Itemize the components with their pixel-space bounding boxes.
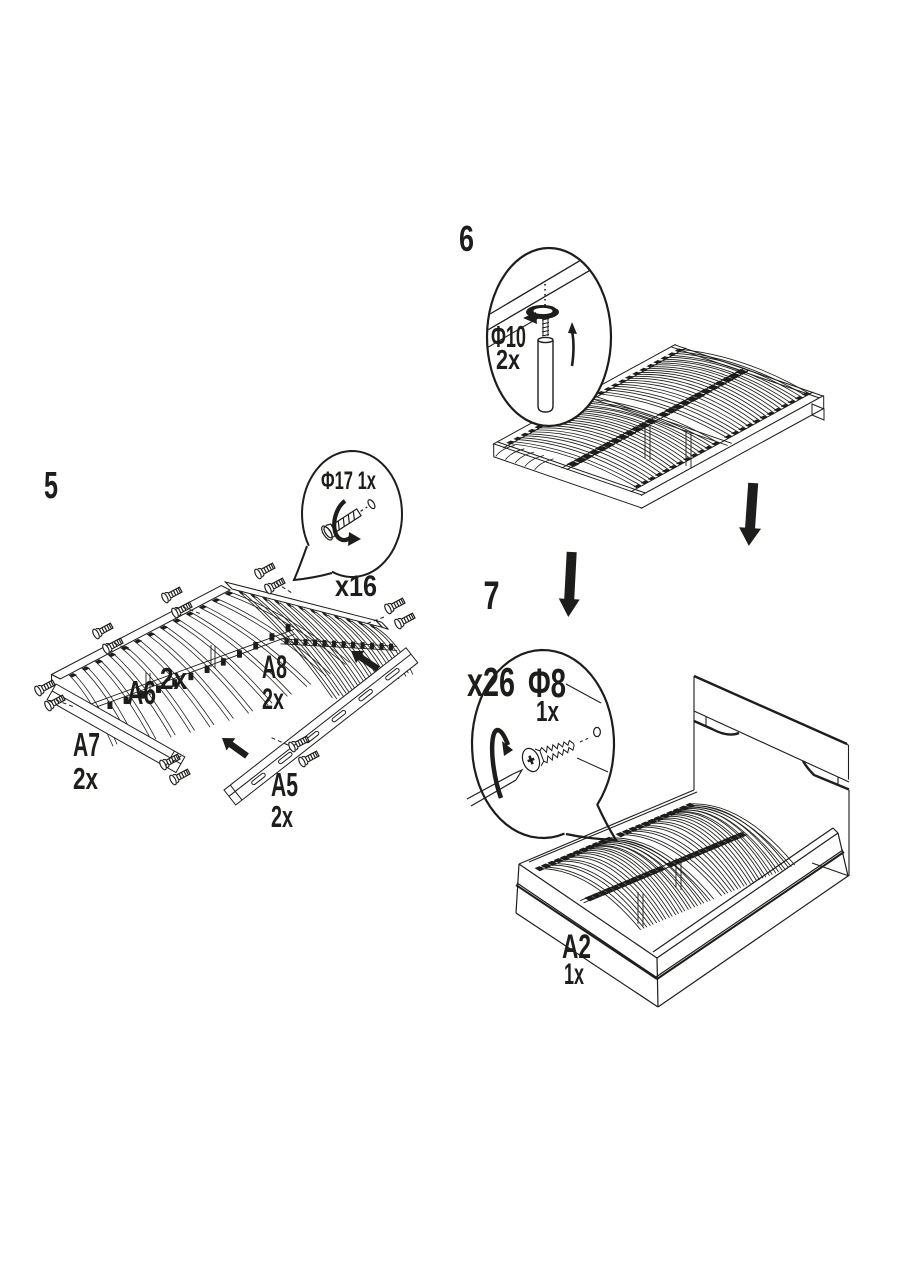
- svg-text:Φ10: Φ10: [491, 319, 526, 354]
- svg-text:2x: 2x: [262, 683, 284, 716]
- svg-text:2x: 2x: [73, 761, 99, 796]
- svg-text:A8: A8: [262, 649, 287, 685]
- svg-text:2x: 2x: [271, 799, 293, 834]
- svg-text:Φ17 1x: Φ17 1x: [321, 467, 376, 495]
- svg-text:A6: A6: [127, 674, 156, 711]
- svg-text:1x: 1x: [536, 696, 559, 728]
- svg-text:A5: A5: [271, 766, 298, 803]
- svg-text:2x: 2x: [496, 344, 520, 375]
- svg-text:1x: 1x: [564, 958, 584, 991]
- svg-text:5: 5: [44, 465, 58, 507]
- svg-text:7: 7: [484, 574, 500, 618]
- svg-text:A2: A2: [562, 928, 591, 966]
- svg-text:2x: 2x: [160, 661, 188, 696]
- svg-text:Φ8: Φ8: [528, 660, 566, 706]
- svg-text:x16: x16: [335, 570, 377, 603]
- svg-text:A7: A7: [73, 726, 100, 763]
- svg-text:x26: x26: [467, 659, 515, 705]
- svg-text:6: 6: [459, 218, 474, 259]
